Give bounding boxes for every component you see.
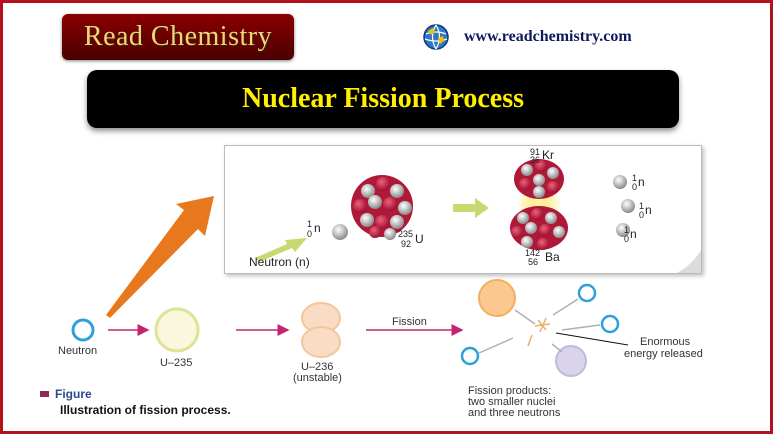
title-bar: Nuclear Fission Process (87, 70, 679, 128)
product-neutron-1 (613, 175, 627, 189)
kr-nucleus (514, 159, 564, 199)
u236-shape (301, 302, 341, 358)
globe-icon (423, 24, 449, 50)
energy-streaks (478, 298, 601, 354)
page-curl (677, 250, 701, 273)
u235-symbol: U (415, 232, 424, 246)
product-neutron-2-atomic: 0 (639, 210, 645, 220)
u235-mass: 235 (398, 229, 414, 239)
site-link[interactable]: www.readchemistry.com (422, 22, 632, 52)
products-line1: Fission products: (468, 385, 552, 397)
ba-mass: 142 (525, 248, 541, 258)
product-neutron-1-symbol: n (638, 175, 645, 189)
kr-atomic: 36 (530, 155, 541, 165)
logo-text: Read Chemistry (83, 21, 273, 52)
neutron-incoming-arrow (255, 238, 307, 262)
product-neutron-c (460, 346, 480, 366)
neutron-circle (71, 318, 95, 342)
product-neutron-2-mass: 1 (639, 201, 645, 211)
page-title: Nuclear Fission Process (241, 83, 525, 114)
incoming-neutron-symbol: n (314, 221, 321, 235)
product-neutron-1-atomic: 0 (632, 182, 638, 192)
incoming-neutron-atomic: 0 (307, 229, 313, 239)
product-neutron-2-symbol: n (645, 203, 652, 217)
u235-circle (154, 307, 200, 353)
figure-heading: Figure (55, 387, 92, 401)
figure-caption-block: Figure Illustration of fission process. (40, 385, 231, 417)
ba-nucleus (510, 206, 568, 250)
energy-pointer-line (555, 332, 629, 346)
u235-nucleus (351, 175, 413, 240)
product-nucleus-lilac (555, 345, 587, 377)
product-nucleus-orange (478, 279, 516, 317)
product-neutron-3-mass: 1 (624, 225, 630, 235)
figure-marker (40, 390, 49, 397)
product-neutron-1-mass: 1 (632, 173, 638, 183)
fission-label: Fission (392, 316, 427, 328)
ba-atomic: 56 (528, 257, 539, 267)
fission-panel-graphics (255, 159, 701, 273)
product-neutron-b (600, 314, 620, 334)
u236-label: U–236 (301, 361, 334, 373)
product-neutron-a (577, 283, 597, 303)
product-neutron-3-atomic: 0 (624, 234, 630, 244)
u236-note: (unstable) (293, 372, 342, 384)
neutron-label: Neutron (58, 345, 98, 357)
products-line2: two smaller nuclei (468, 396, 556, 408)
incoming-neutron-mass: 1 (307, 219, 313, 229)
products-line3: and three neutrons (468, 407, 561, 419)
kr-symbol: Kr (542, 148, 554, 162)
energy-label-line2: energy released (624, 348, 703, 360)
product-neutron-3-symbol: n (630, 227, 637, 241)
figure-caption: Illustration of fission process. (60, 403, 231, 417)
energy-burst (527, 317, 551, 347)
product-neutron-3 (616, 223, 630, 237)
neutron-n-label: Neutron (n) (249, 255, 310, 269)
fission-panel: Neutron (n) 1 0 n 235 92 U 91 36 Kr 142 … (224, 145, 702, 274)
kr-mass: 91 (530, 147, 541, 157)
logo: Read Chemistry (62, 14, 294, 60)
u235-label: U–235 (160, 357, 193, 369)
product-neutron-2 (621, 199, 635, 213)
incoming-neutron (332, 224, 348, 240)
fission-arrow (453, 198, 489, 218)
ba-symbol: Ba (545, 250, 560, 264)
energy-label-line1: Enormous (640, 336, 691, 348)
u235-atomic: 92 (401, 239, 412, 249)
site-url[interactable]: www.readchemistry.com (464, 28, 632, 45)
